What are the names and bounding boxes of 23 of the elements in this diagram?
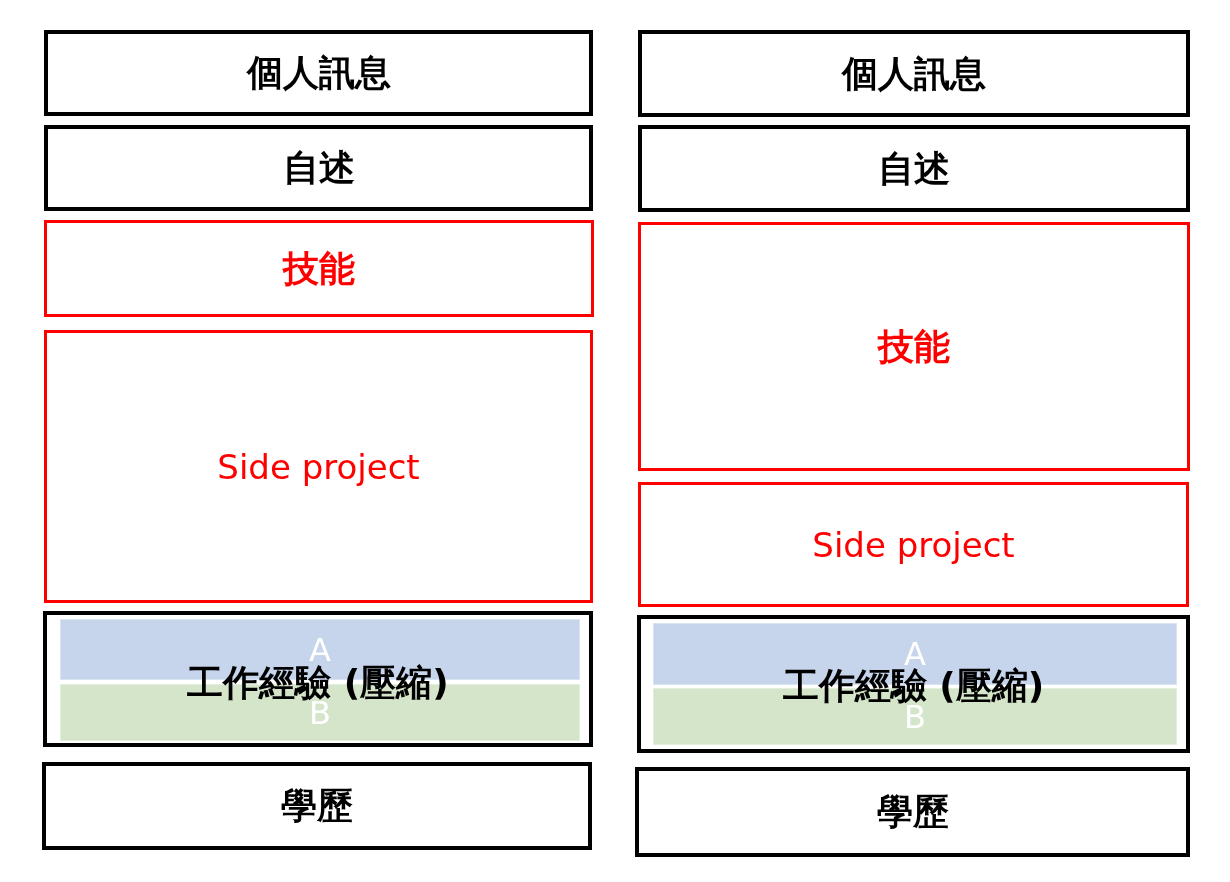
section-title: 自述 xyxy=(282,150,355,186)
section-title: 個人訊息 xyxy=(842,55,986,92)
section-title: 技能 xyxy=(283,250,355,287)
section-box xyxy=(638,222,1190,471)
section-box xyxy=(43,611,593,747)
section-title: 自述 xyxy=(878,150,950,187)
section-box xyxy=(637,615,1190,753)
section-title: 個人訊息 xyxy=(246,55,391,91)
letter-label: A xyxy=(309,633,331,666)
section-title: 學歷 xyxy=(281,788,353,824)
section-box xyxy=(42,762,592,850)
section-title: Side project xyxy=(217,449,420,484)
section-box xyxy=(44,30,593,116)
section-box xyxy=(638,482,1189,607)
section-box xyxy=(44,330,593,603)
section-title: 技能 xyxy=(878,328,950,365)
section-title: 學歷 xyxy=(876,794,949,830)
section-box xyxy=(638,30,1190,117)
section-box xyxy=(638,125,1190,212)
section-box xyxy=(44,220,594,317)
section-box xyxy=(635,767,1190,857)
section-box xyxy=(44,125,593,211)
section-title: Side project xyxy=(812,527,1015,562)
